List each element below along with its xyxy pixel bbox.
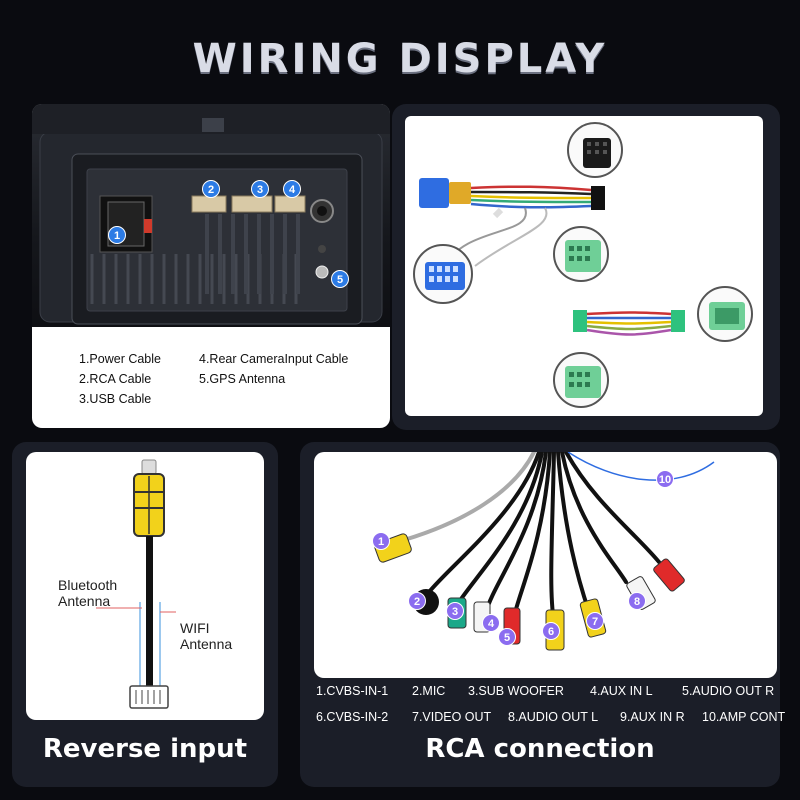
rca-badge-2: 2 <box>408 592 426 610</box>
rca-badge-1: 1 <box>372 532 390 550</box>
badge-rear-camera-cable: 4 <box>283 180 301 198</box>
connector-zoom-blue <box>413 244 473 304</box>
legend-item-rca-cable: 2.RCA Cable <box>79 372 152 386</box>
head-unit-back-photo: 1 2 3 4 5 <box>32 104 390 327</box>
badge-gps-antenna: 5 <box>331 270 349 288</box>
rca-legend-item-8: 8.AUDIO OUT L <box>508 710 599 724</box>
rca-connection-panel: 1 2 3 4 5 6 7 8 10 <box>314 452 777 678</box>
connector-zoom-top <box>567 122 623 178</box>
bluetooth-antenna-label: Bluetooth Antenna <box>58 577 118 609</box>
wifi-antenna-label: WIFI Antenna <box>180 620 233 652</box>
connector-zoom-green-bottom <box>553 352 609 408</box>
badge-rca-cable: 2 <box>202 180 220 198</box>
rca-legend-item-5: 5.AUDIO OUT R <box>682 684 775 698</box>
rca-legend-item-10: 10.AMP CONT <box>702 710 786 724</box>
legend-right-column: 4.Rear CameraInput Cable 5.GPS Antenna <box>199 349 348 389</box>
badge-power-cable: 1 <box>108 226 126 244</box>
head-unit-panel: 1 2 3 4 5 1.Power Cable 2.RCA Cable 3.US… <box>32 104 390 428</box>
rca-legend-item-4: 4.AUX IN L <box>590 684 653 698</box>
rca-legend-item-9: 9.AUX IN R <box>620 710 685 724</box>
rca-badge-4: 4 <box>482 614 500 632</box>
rca-legend-item-3: 3.SUB WOOFER <box>468 684 564 698</box>
legend-item-gps-antenna: 5.GPS Antenna <box>199 372 286 386</box>
reverse-input-panel: Bluetooth Antenna WIFI Antenna <box>26 452 264 720</box>
connector-zoom-green-right <box>697 286 753 342</box>
rca-connection-caption: RCA connection <box>425 734 655 764</box>
rca-badge-6: 6 <box>542 622 560 640</box>
rca-legend-item-6: 6.CVBS-IN-2 <box>316 710 389 724</box>
wiring-harness-illustration <box>419 178 685 336</box>
reverse-input-caption: Reverse input <box>42 734 248 764</box>
badge-usb-cable: 3 <box>251 180 269 198</box>
rca-legend-item-1: 1.CVBS-IN-1 <box>316 684 389 698</box>
legend-item-usb-cable: 3.USB Cable <box>79 392 152 406</box>
reverse-cable-illustration <box>96 459 176 709</box>
rca-badge-5: 5 <box>498 628 516 646</box>
legend-item-rear-camera-cable: 4.Rear CameraInput Cable <box>199 352 349 366</box>
rca-badge-7: 7 <box>586 612 604 630</box>
rca-badge-10: 10 <box>656 470 674 488</box>
page-title: WIRING DISPLAY <box>192 36 608 82</box>
rca-legend-item-7: 7.VIDEO OUT <box>412 710 492 724</box>
harness-panel <box>405 116 763 416</box>
rca-badge-8: 8 <box>628 592 646 610</box>
rca-legend-item-2: 2.MIC <box>412 684 446 698</box>
legend-item-power-cable: 1.Power Cable <box>79 352 161 366</box>
legend-left-column: 1.Power Cable 2.RCA Cable 3.USB Cable <box>79 349 161 409</box>
rca-badge-3: 3 <box>446 602 464 620</box>
rca-legend: 1.CVBS-IN-1 2.MIC 3.SUB WOOFER 4.AUX IN … <box>316 684 785 724</box>
connector-zoom-green-top <box>553 226 609 282</box>
rca-cables-illustration <box>374 452 715 651</box>
